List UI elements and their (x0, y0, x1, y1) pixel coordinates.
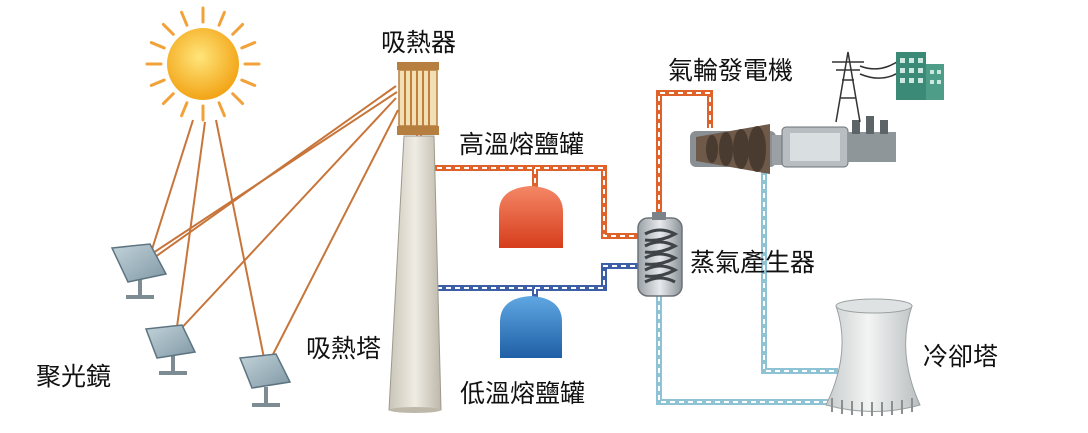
sun-ray (231, 92, 245, 106)
heliostat-3 (238, 353, 292, 407)
heliostat-2 (144, 324, 197, 375)
steam-generator-label: 蒸氣產生器 (690, 248, 816, 277)
receiver-label: 吸熱器 (381, 28, 457, 57)
water-pipe (656, 166, 838, 405)
sun-ray (180, 101, 189, 118)
turbine-icon (690, 124, 782, 174)
tower-label: 吸熱塔 (306, 334, 382, 363)
sun-ray (240, 41, 257, 50)
hot-tank-label: 高溫熔鹽罐 (459, 130, 585, 159)
sun-icon (145, 6, 261, 122)
building-icon (896, 52, 944, 100)
sun-ray (217, 10, 226, 27)
cold-tank-icon (500, 296, 562, 358)
receiver-icon (397, 62, 439, 135)
heliostats-label: 聚光鏡 (36, 362, 112, 391)
receiver-tower (388, 135, 442, 413)
sun-ray (161, 92, 175, 106)
turbine-generator-label: 氣輪發電機 (668, 56, 794, 85)
hot-tank-icon (499, 186, 563, 248)
generator-icon (781, 116, 896, 168)
heliostat-1 (110, 243, 168, 299)
cooling-tower-icon (825, 298, 921, 416)
sun-ray (161, 22, 175, 36)
cold-tank-label: 低溫熔鹽罐 (460, 379, 586, 408)
cold-salt-pipe (419, 263, 638, 300)
sun-ray (180, 10, 189, 27)
sun-ray (217, 101, 226, 118)
cooling-tower-label: 冷卻塔 (923, 342, 999, 371)
steam-pipe (656, 90, 713, 218)
sun-ray (240, 78, 257, 87)
sun-ray (149, 41, 166, 50)
sun-ray (231, 22, 245, 36)
steam-generator-icon (637, 212, 683, 297)
light-beams (147, 85, 399, 369)
sun-ray (149, 78, 166, 87)
power-pylon-icon (832, 51, 903, 123)
